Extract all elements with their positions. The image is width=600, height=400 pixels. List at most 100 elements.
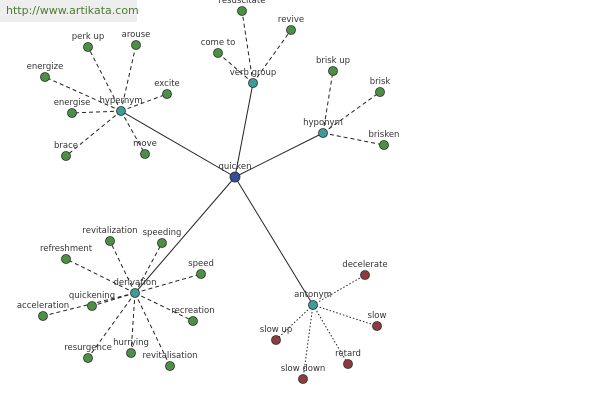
word-node-recreation[interactable]: recreation (171, 306, 215, 326)
edge-hyponym-brisk (322, 91, 381, 134)
relation-node-antonym-dot[interactable] (308, 300, 318, 310)
relation-node-derivation[interactable]: derivation (113, 278, 157, 298)
word-node-revitalization-label: revitalization (82, 226, 137, 236)
word-node-slow-down-dot[interactable] (298, 374, 308, 384)
word-node-brisken[interactable]: brisken (369, 130, 400, 150)
word-node-energise-dot[interactable] (67, 108, 77, 118)
word-node-brisk-up-dot[interactable] (328, 66, 338, 76)
word-node-slow-dot[interactable] (372, 321, 382, 331)
word-node-energise-label: energise (54, 98, 91, 108)
word-node-acceleration-label: acceleration (17, 301, 69, 311)
relation-node-hyponym-dot[interactable] (318, 128, 328, 138)
word-node-speeding-dot[interactable] (157, 238, 167, 248)
edge-derivation-resurgence (87, 292, 136, 359)
edge-derivation-speed (134, 273, 202, 294)
edge-hypernym-excite (120, 93, 168, 112)
edge-quicken-hyponym (234, 132, 324, 178)
word-node-slow-up-dot[interactable] (271, 335, 281, 345)
center-node-quicken[interactable]: quicken (218, 162, 252, 183)
relation-node-derivation-dot[interactable] (130, 288, 140, 298)
word-node-perk-up[interactable]: perk up (72, 32, 105, 52)
word-node-retard-dot[interactable] (343, 359, 353, 369)
word-node-decelerate-label: decelerate (342, 260, 387, 270)
word-node-hurrying[interactable]: hurrying (113, 338, 149, 358)
word-node-perk-up-label: perk up (72, 32, 105, 42)
word-node-hurrying-dot[interactable] (126, 348, 136, 358)
word-node-brisken-dot[interactable] (379, 140, 389, 150)
word-node-resurgence[interactable]: resurgence (64, 343, 112, 363)
word-node-speed[interactable]: speed (188, 259, 214, 279)
word-node-decelerate-dot[interactable] (360, 270, 370, 280)
site-watermark[interactable]: http://www.artikata.com (0, 0, 139, 22)
relation-node-antonym[interactable]: antonym (294, 290, 332, 310)
relation-node-verb-group-dot[interactable] (248, 78, 258, 88)
word-node-slow-down[interactable]: slow down (281, 364, 326, 384)
relation-node-hyponym-label: hyponym (303, 118, 343, 128)
word-node-excite-dot[interactable] (162, 89, 172, 99)
word-node-arouse[interactable]: arouse (122, 30, 151, 50)
edge-hyponym-brisken (322, 132, 385, 146)
relation-node-hyponym[interactable]: hyponym (303, 118, 343, 138)
edge-quicken-hypernym (120, 110, 236, 178)
word-node-refreshment-label: refreshment (40, 244, 93, 254)
edge-verb-group-resuscitate (241, 10, 254, 84)
word-node-come-to-dot[interactable] (213, 48, 223, 58)
word-node-revitalization[interactable]: revitalization (82, 226, 138, 246)
word-node-brisk[interactable]: brisk (370, 77, 391, 97)
word-node-perk-up-dot[interactable] (83, 42, 93, 52)
edge-quicken-verb-group (234, 82, 254, 178)
word-node-excite[interactable]: excite (154, 79, 180, 99)
word-node-retard-label: retard (335, 349, 361, 359)
word-node-revive[interactable]: revive (278, 15, 304, 35)
word-node-resurgence-label: resurgence (64, 343, 112, 353)
word-node-brace[interactable]: brace (54, 141, 78, 161)
word-node-resuscitate[interactable]: resuscitate (219, 0, 266, 16)
word-node-energize[interactable]: energize (27, 62, 64, 82)
word-node-acceleration-dot[interactable] (38, 311, 48, 321)
relation-node-hypernym-dot[interactable] (116, 106, 126, 116)
word-node-brisk-dot[interactable] (375, 87, 385, 97)
word-node-energise[interactable]: energise (54, 98, 91, 118)
word-node-speeding[interactable]: speeding (143, 228, 182, 248)
word-node-energize-dot[interactable] (40, 72, 50, 82)
center-node-quicken-dot[interactable] (229, 171, 241, 183)
center-node-quicken-label: quicken (218, 162, 251, 172)
word-node-quickening[interactable]: quickening (69, 291, 115, 311)
word-node-recreation-label: recreation (171, 306, 214, 316)
word-node-slow-up[interactable]: slow up (260, 325, 292, 345)
edge-derivation-recreation (134, 292, 194, 322)
word-node-revive-dot[interactable] (286, 25, 296, 35)
word-node-arouse-dot[interactable] (131, 40, 141, 50)
word-node-brisk-up-label: brisk up (316, 56, 350, 66)
word-node-speed-dot[interactable] (196, 269, 206, 279)
word-node-resuscitate-dot[interactable] (237, 6, 247, 16)
relation-node-antonym-label: antonym (294, 290, 332, 300)
word-node-revitalisation-dot[interactable] (165, 361, 175, 371)
word-node-excite-label: excite (154, 79, 180, 89)
word-node-revitalisation[interactable]: revitalisation (142, 351, 198, 371)
word-node-quickening-dot[interactable] (87, 301, 97, 311)
word-node-come-to[interactable]: come to (201, 38, 236, 58)
word-node-refreshment[interactable]: refreshment (40, 244, 93, 264)
graph-edges (42, 10, 385, 380)
word-node-slow[interactable]: slow (368, 311, 387, 331)
relation-node-hypernym[interactable]: hypernym (99, 96, 143, 116)
word-node-refreshment-dot[interactable] (61, 254, 71, 264)
word-node-brace-dot[interactable] (61, 151, 71, 161)
word-node-retard[interactable]: retard (335, 349, 361, 369)
word-node-brisk-up[interactable]: brisk up (316, 56, 350, 76)
word-node-revitalization-dot[interactable] (105, 236, 115, 246)
word-node-decelerate[interactable]: decelerate (342, 260, 388, 280)
edge-verb-group-come-to (217, 52, 254, 84)
word-node-move-dot[interactable] (140, 149, 150, 159)
relation-node-verb-group[interactable]: verb group (230, 68, 277, 88)
word-node-quickening-label: quickening (69, 291, 115, 301)
word-node-acceleration[interactable]: acceleration (17, 301, 69, 321)
word-node-resurgence-dot[interactable] (83, 353, 93, 363)
edge-hypernym-brace (65, 110, 122, 157)
word-node-move[interactable]: move (133, 139, 157, 159)
edge-hypernym-energise (71, 110, 122, 114)
edge-derivation-revitalization (109, 240, 136, 294)
word-node-recreation-dot[interactable] (188, 316, 198, 326)
word-node-arouse-label: arouse (122, 30, 151, 40)
